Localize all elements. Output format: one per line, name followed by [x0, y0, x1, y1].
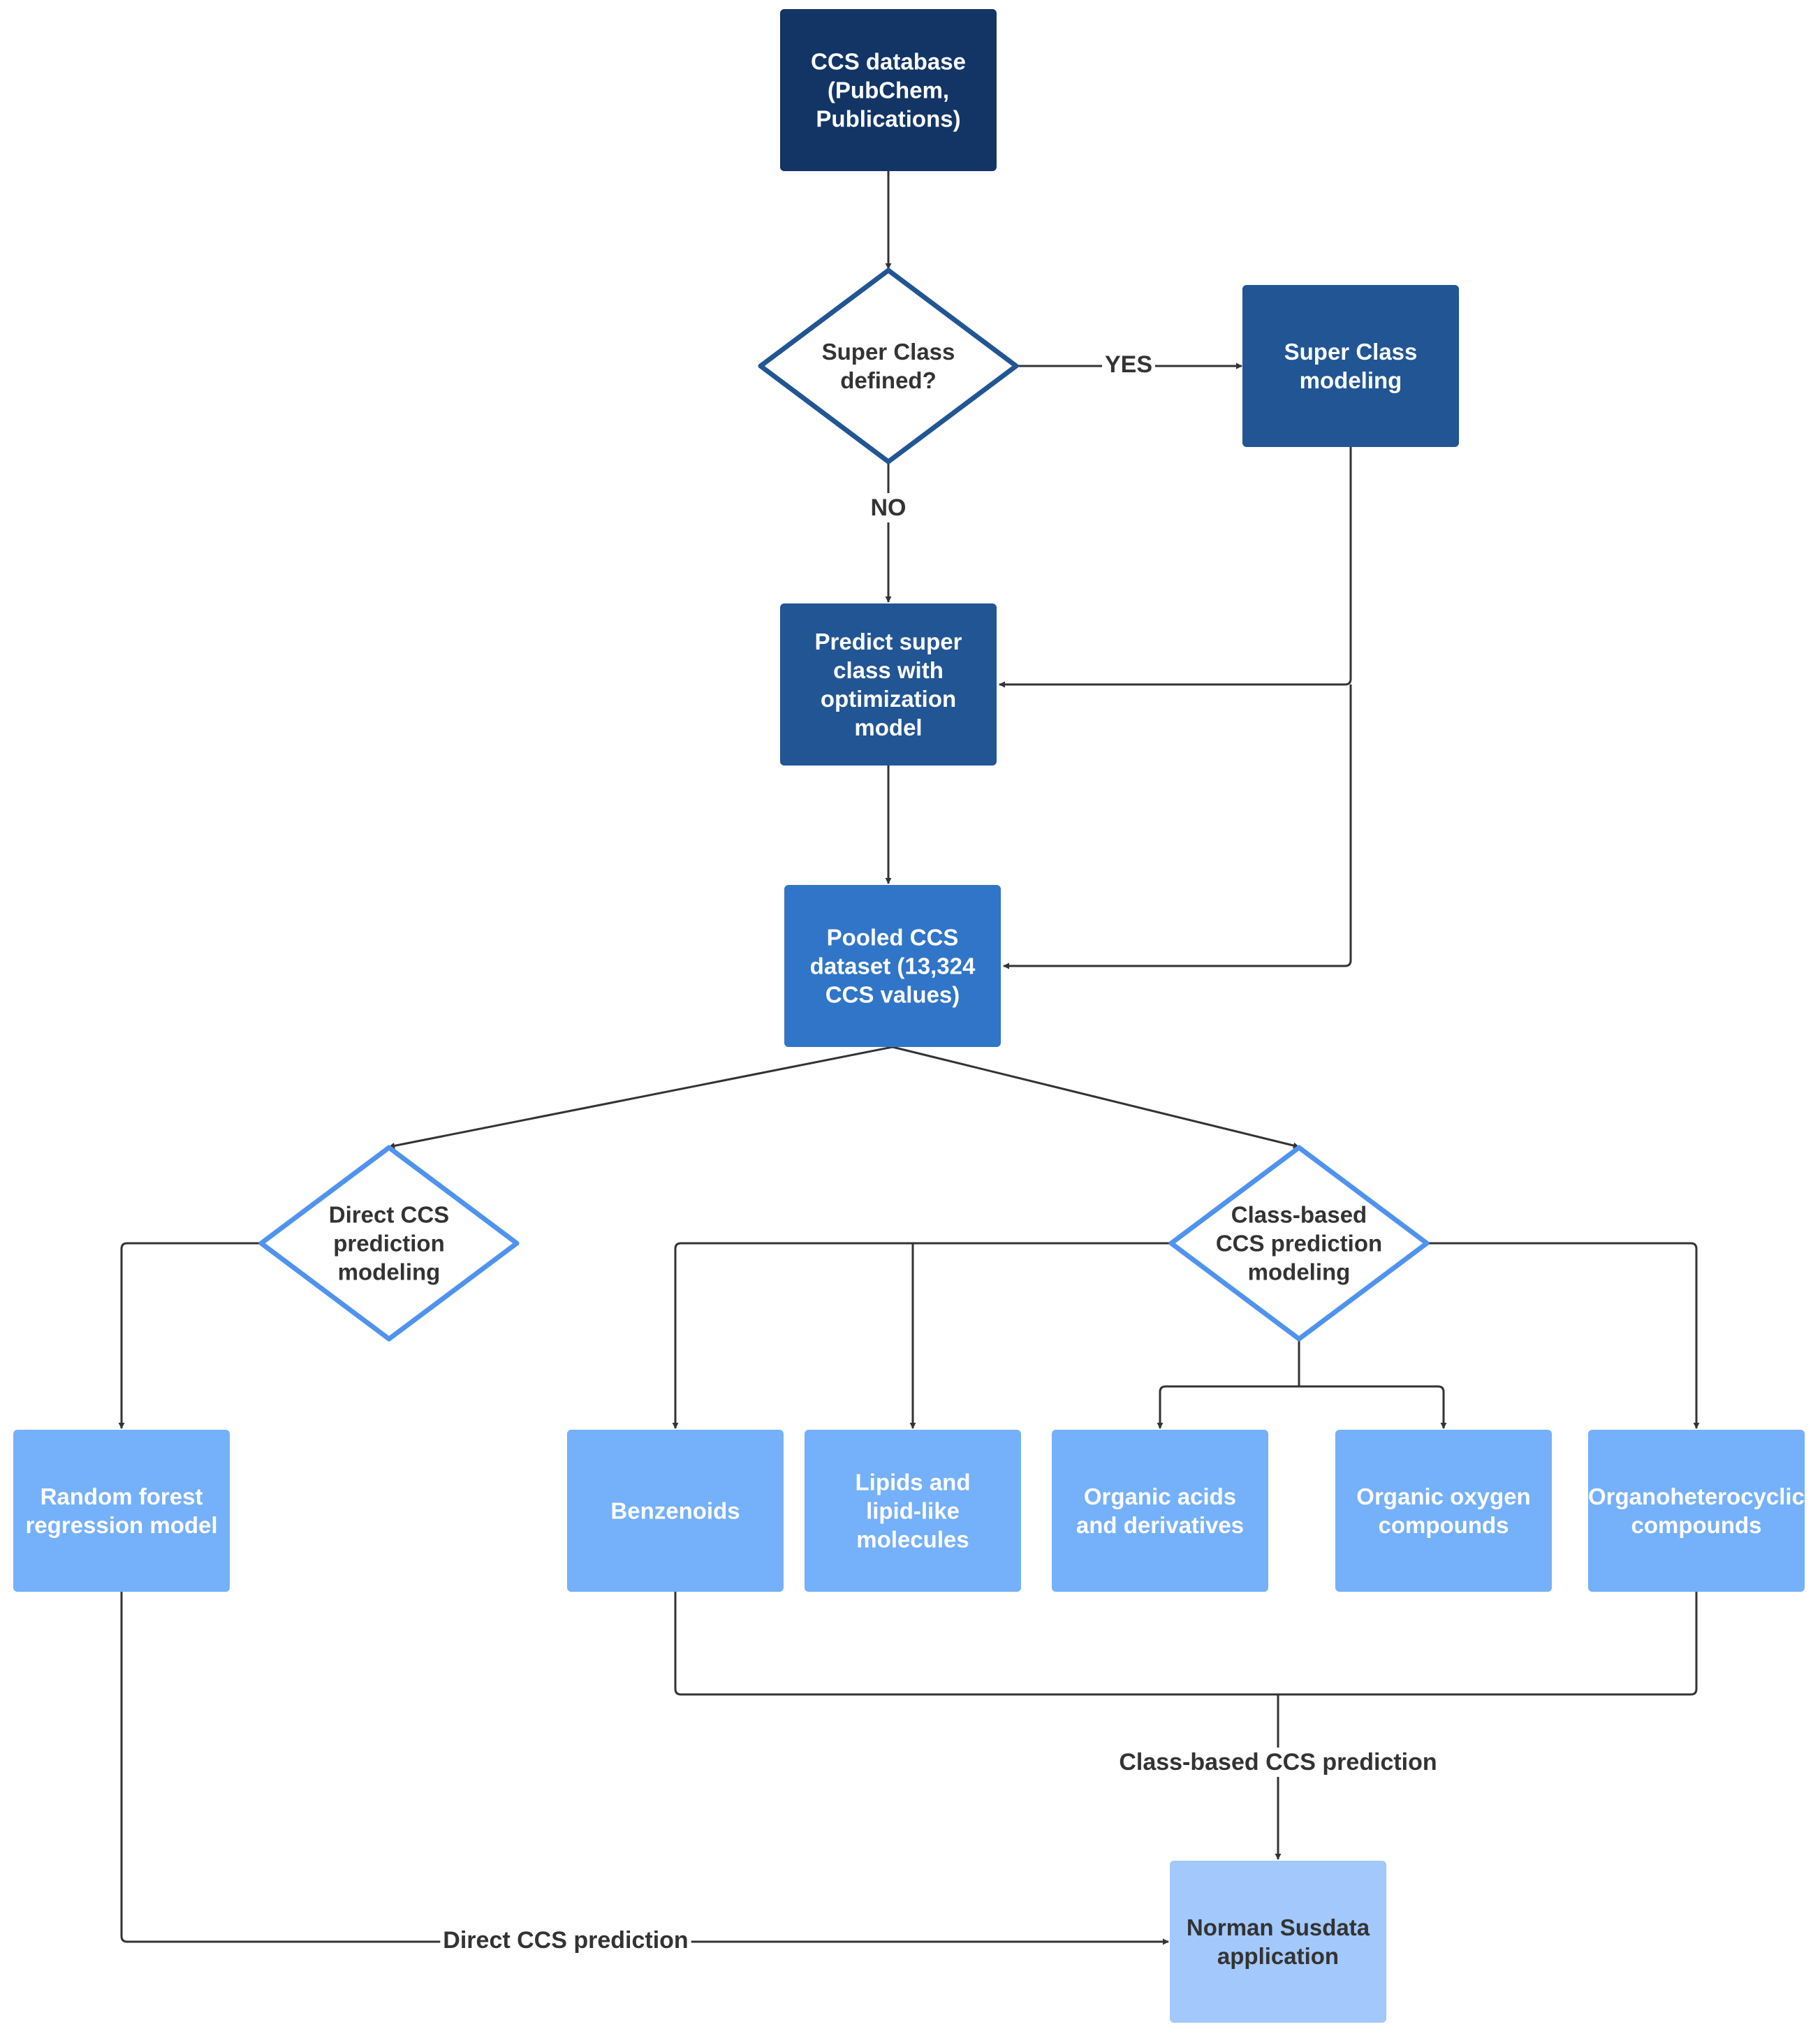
node-shapes — [13, 9, 1805, 2023]
edge-class-to-benzenoids — [672, 1242, 1171, 1429]
edge-class-to-organic-acids — [1157, 1385, 1299, 1429]
predict-super-class-label-line: class with — [833, 657, 944, 683]
direct-prediction-edge-label-background — [440, 1926, 691, 1955]
norman-label-line: Norman Susdata — [1187, 1914, 1370, 1940]
organic-oxygen-box — [1335, 1430, 1552, 1592]
direct-modeling-label-line: Direct CCS — [329, 1202, 449, 1228]
direct-modeling-diamond — [258, 1145, 520, 1342]
random-forest-label-line: regression model — [25, 1512, 217, 1538]
norman-label-line: application — [1217, 1943, 1339, 1969]
predict-super-class-label-line: Predict super — [815, 629, 962, 654]
organic-acids-label-line: and derivatives — [1076, 1512, 1244, 1538]
edge-modeling-to-predict — [999, 447, 1352, 688]
predict-super-class-box — [780, 603, 997, 766]
organoheterocyclic-label-line: compounds — [1631, 1512, 1762, 1538]
random-forest-box — [13, 1430, 230, 1592]
super-class-defined-diamond — [758, 268, 1019, 464]
organic-acids-label-line: Organic acids — [1084, 1484, 1236, 1509]
super-class-defined-label-line: Super Class — [822, 339, 955, 365]
predict-super-class-label-line: model — [854, 715, 922, 740]
yes-edge-label-background — [1101, 350, 1156, 379]
lipids-box — [805, 1430, 1021, 1592]
lipids-label-line: molecules — [856, 1527, 969, 1553]
pooled-dataset-label-line: CCS values) — [825, 982, 960, 1008]
edge-direct-to-random-forest — [118, 1242, 261, 1429]
class-based-modeling-label-line: CCS prediction — [1216, 1231, 1382, 1257]
organic-oxygen-label-line: compounds — [1379, 1512, 1509, 1538]
direct-modeling-label-line: prediction — [333, 1231, 445, 1257]
organic-acids-box — [1052, 1430, 1268, 1592]
organoheterocyclic-label-line: Organoheterocyclic — [1588, 1484, 1805, 1509]
edge-classes-bottom-bus — [674, 1592, 1698, 1696]
edge-class-to-organic-oxygen — [1299, 1385, 1447, 1429]
ccs-database-label-line: Publications) — [816, 106, 960, 132]
connectors — [118, 171, 1700, 1945]
class-based-prediction-edge-label-background — [1116, 1748, 1440, 1777]
ccs-database-box — [780, 9, 997, 171]
direct-modeling-label-line: modeling — [338, 1259, 441, 1285]
ccs-database-label-line: CCS database — [811, 49, 966, 75]
super-class-modeling-label-line: modeling — [1300, 367, 1402, 393]
class-based-modeling-label-line: Class-based — [1231, 1202, 1367, 1228]
edge-class-to-organoheterocyclic — [1427, 1242, 1700, 1429]
super-class-defined-label-line: defined? — [840, 367, 937, 393]
class-based-prediction-edge-label: Class-based CCS prediction — [1119, 1749, 1437, 1775]
lipids-label-line: Lipids and — [856, 1470, 971, 1495]
random-forest-label-line: Random forest — [41, 1484, 203, 1509]
lipids-label-line: lipid-like — [866, 1498, 960, 1524]
benzenoids-label-line: Benzenoids — [610, 1498, 740, 1524]
class-based-modeling-label-line: modeling — [1248, 1259, 1351, 1285]
super-class-modeling-label-line: Super Class — [1284, 339, 1418, 365]
edge-modeling-to-pooled — [1003, 684, 1352, 969]
predict-super-class-label-line: optimization — [821, 686, 956, 712]
edge-pooled-to-direct — [388, 1046, 893, 1149]
no-edge-label: NO — [871, 495, 907, 521]
ccs-database-label-line: (PubChem, — [828, 78, 949, 103]
pooled-dataset-box — [784, 885, 1001, 1047]
benzenoids-box — [567, 1430, 784, 1592]
node-labels: CCS database (PubChem, Publications) Super … — [25, 49, 1805, 1970]
class-based-modeling-diamond — [1168, 1145, 1430, 1342]
no-edge-label-background — [867, 493, 909, 522]
pooled-dataset-label-line: dataset (13,324 — [810, 953, 976, 979]
norman-box — [1170, 1861, 1386, 2023]
yes-edge-label: YES — [1105, 351, 1152, 378]
pooled-dataset-label-line: Pooled CCS — [827, 925, 959, 951]
organic-oxygen-label-line: Organic oxygen — [1356, 1484, 1530, 1509]
super-class-modeling-box — [1242, 285, 1459, 447]
edge-pooled-to-class-based — [892, 1046, 1300, 1149]
direct-prediction-edge-label: Direct CCS prediction — [443, 1927, 688, 1954]
edge-random-forest-to-norman — [120, 1592, 1169, 1945]
organoheterocyclic-box — [1588, 1430, 1805, 1592]
